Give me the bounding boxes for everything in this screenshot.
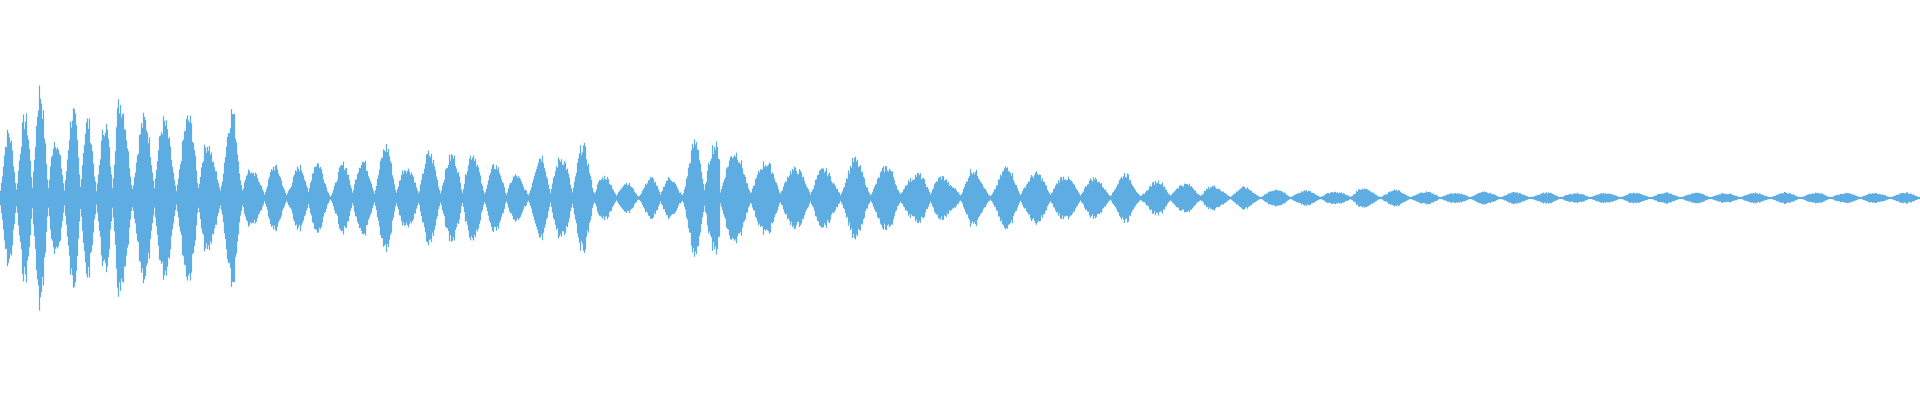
waveform-samples [0,85,1920,311]
